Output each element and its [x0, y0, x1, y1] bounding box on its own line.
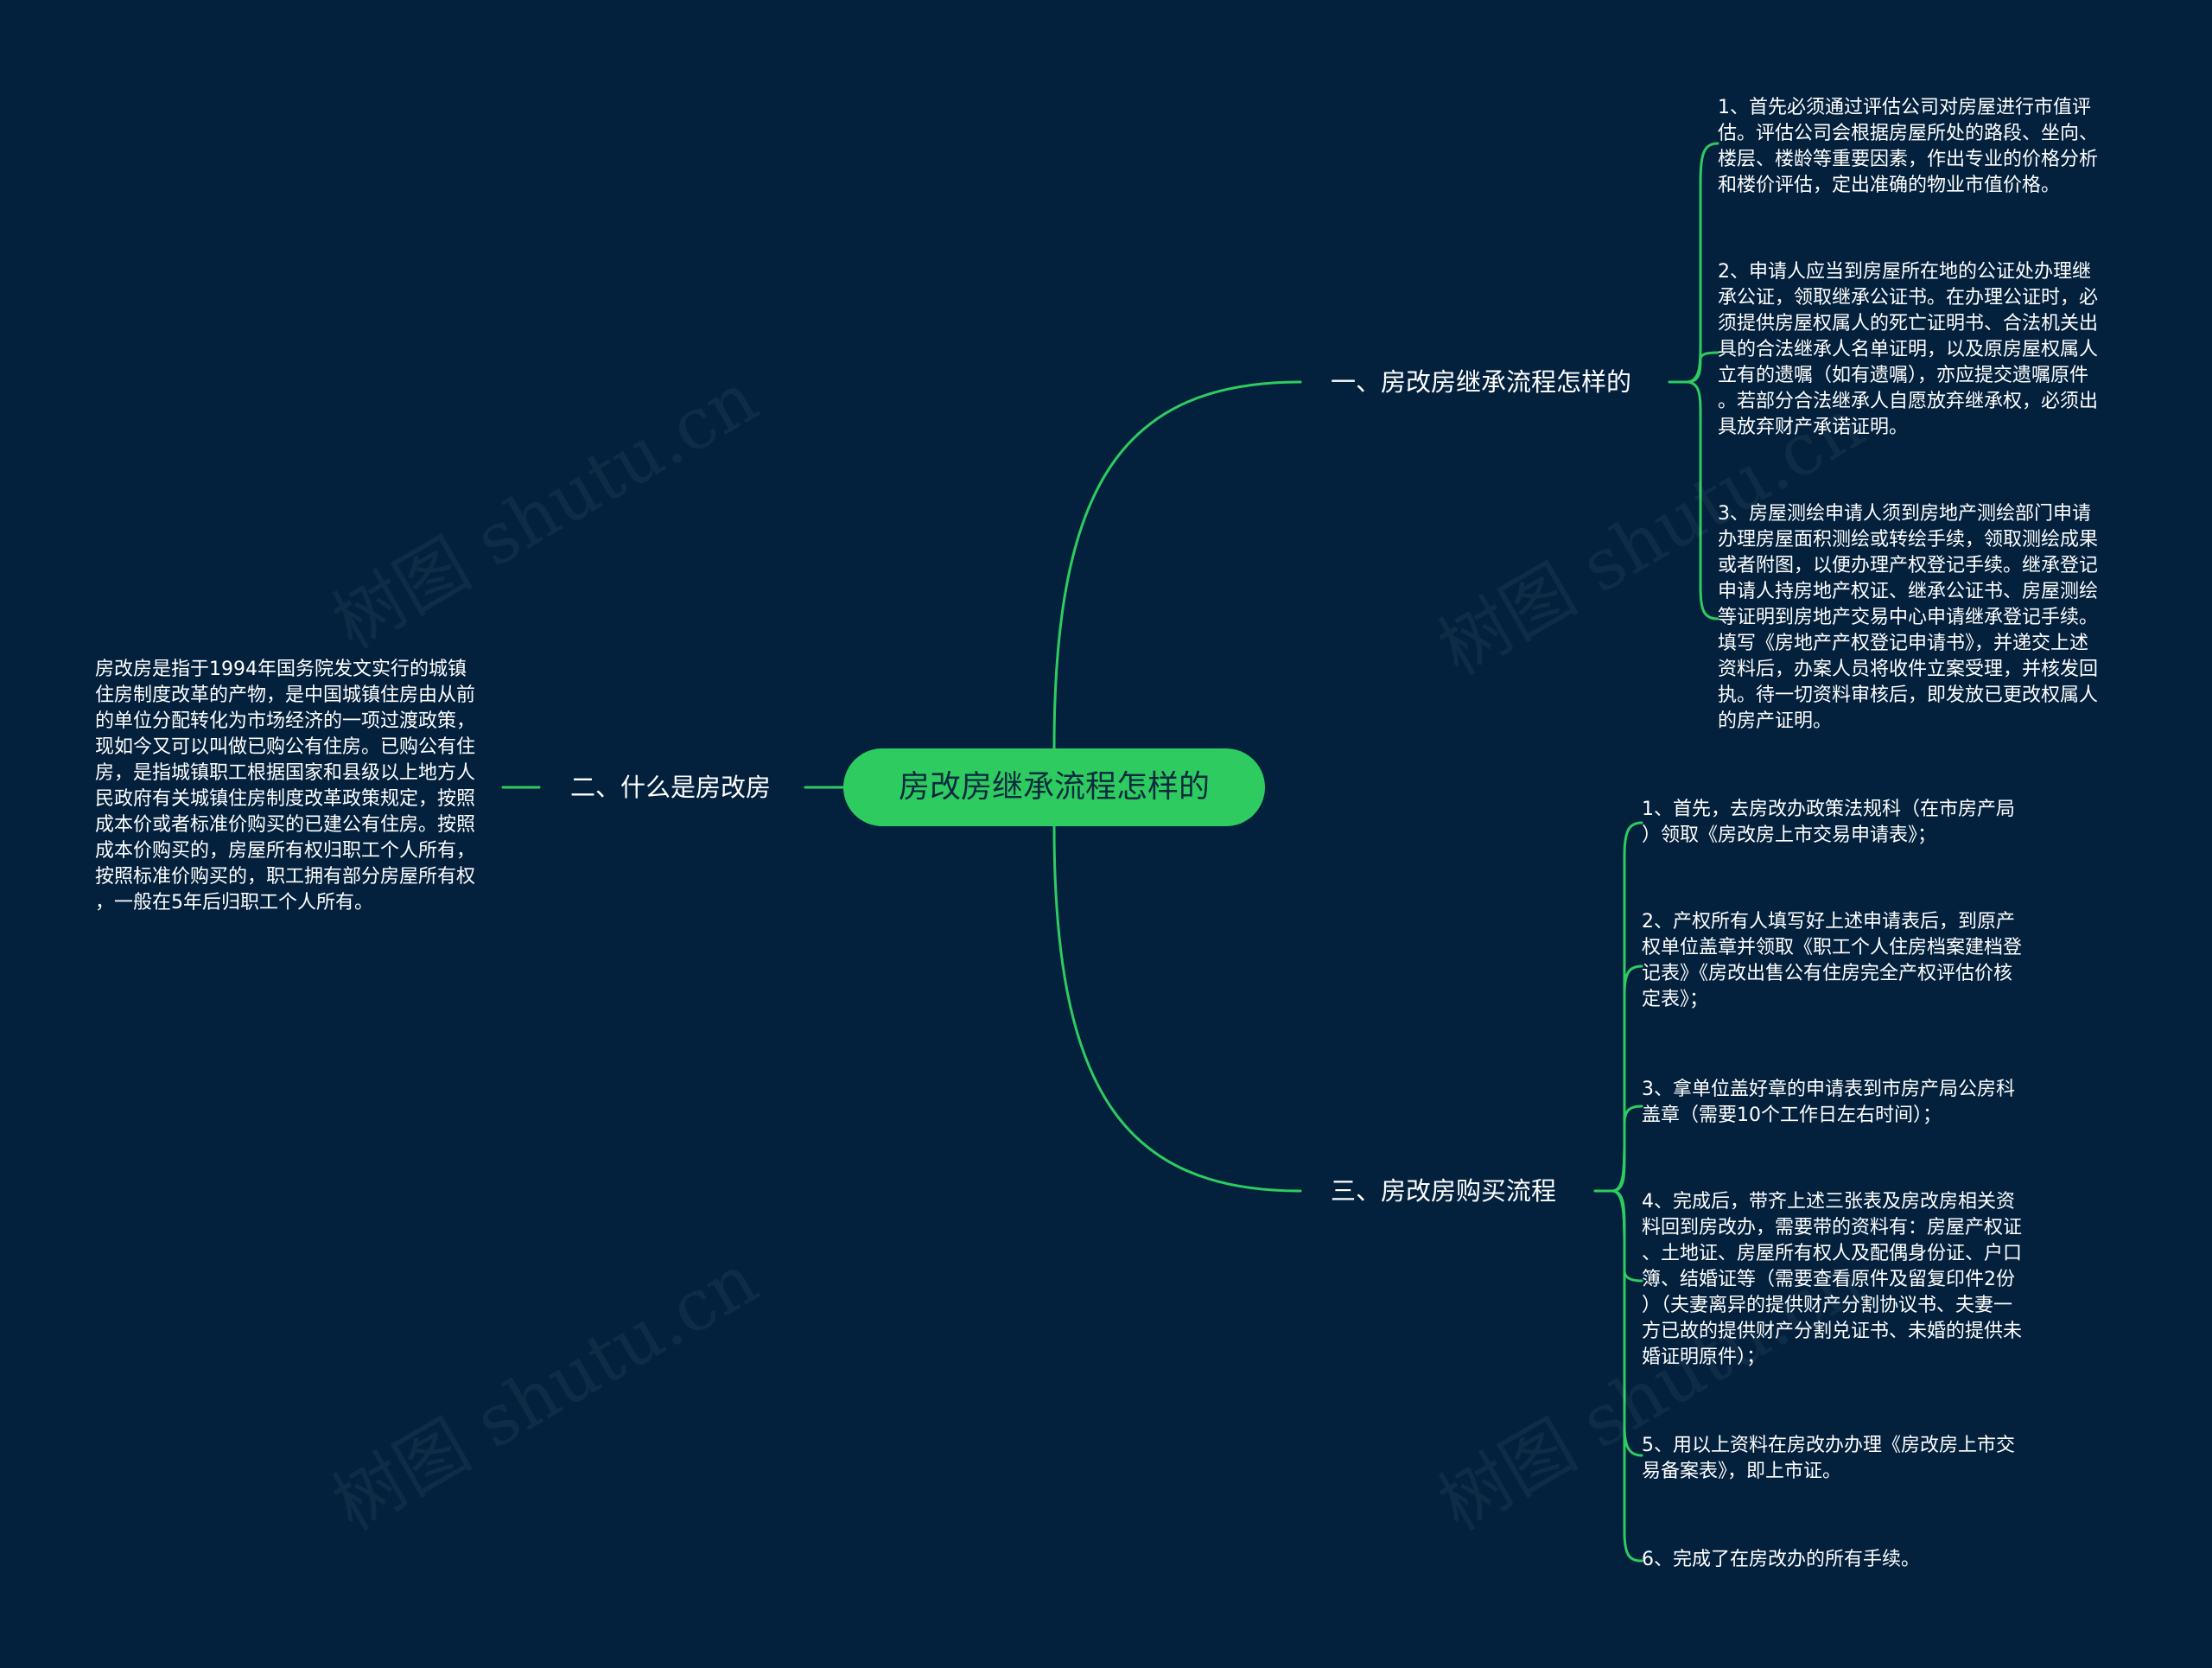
branch-1-leaf-1[interactable]: 1、首先必须通过评估公司对房屋进行市值评 估。评估公司会根据房屋所处的路段、坐向… [1718, 97, 2099, 196]
branch-3-leaf-1[interactable]: 1、首先，去房改办政策法规科（在市房产局 ）领取《房改房上市交易申请表》； [1642, 799, 2015, 846]
bracket-branch-3-6 [1611, 1189, 1643, 1563]
branch-1-leaf-3[interactable]: 3、房屋测绘申请人须到房地产测绘部门申请 办理房屋面积测绘或转绘手续，领取测绘成… [1718, 503, 2099, 732]
branch-3-leaf-3[interactable]: 3、拿单位盖好章的申请表到市房产局公房科 盖章（需要10个工作日左右时间）； [1642, 1079, 2015, 1126]
bracket-branch-3-3 [1611, 1105, 1643, 1193]
bracket-branch-3-2 [1611, 965, 1643, 1193]
branch-3-leaf-5[interactable]: 5、用以上资料在房改办办理《房改房上市交 易备案表》，即上市证。 [1642, 1435, 2015, 1482]
bracket-branch-1 [1685, 142, 1719, 384]
edge-root-branch-1 [1052, 380, 1302, 750]
branch-1-label[interactable]: 一、房改房继承流程怎样的 [1331, 367, 1632, 397]
edge-root-branch-3 [1052, 824, 1302, 1193]
bracket-branch-3-5 [1611, 1189, 1643, 1457]
branch-3-leaf-2[interactable]: 2、产权所有人填写好上述申请表后，到原产 权单位盖章并领取《职工个人住房档案建档… [1642, 911, 2023, 1010]
branch-2-label[interactable]: 二、什么是房改房 [570, 773, 772, 802]
branch-3-leaf-6[interactable]: 6、完成了在房改办的所有手续。 [1642, 1549, 1920, 1570]
branch-2-leaf-1[interactable]: 房改房是指于1994年国务院发文实行的城镇 住房制度改革的产物，是中国城镇住房由… [95, 659, 476, 914]
root-node[interactable]: 房改房继承流程怎样的 [843, 748, 1265, 826]
branch-3-leaf-4[interactable]: 4、完成后，带齐上述三张表及房改房相关资 料回到房改办，需要带的资料有：房屋产权… [1642, 1191, 2023, 1368]
branch-1-leaf-2[interactable]: 2、申请人应当到房屋所在地的公证处办理继 承公证，领取继承公证书。在办理公证时，… [1718, 261, 2099, 438]
bracket-branch-3-1 [1611, 821, 1643, 1193]
bracket-branch-1-low [1685, 380, 1719, 621]
bracket-branch-1-mid [1685, 351, 1719, 384]
branch-3-label[interactable]: 三、房改房购买流程 [1331, 1176, 1557, 1206]
bracket-branch-3-4 [1611, 1189, 1643, 1283]
